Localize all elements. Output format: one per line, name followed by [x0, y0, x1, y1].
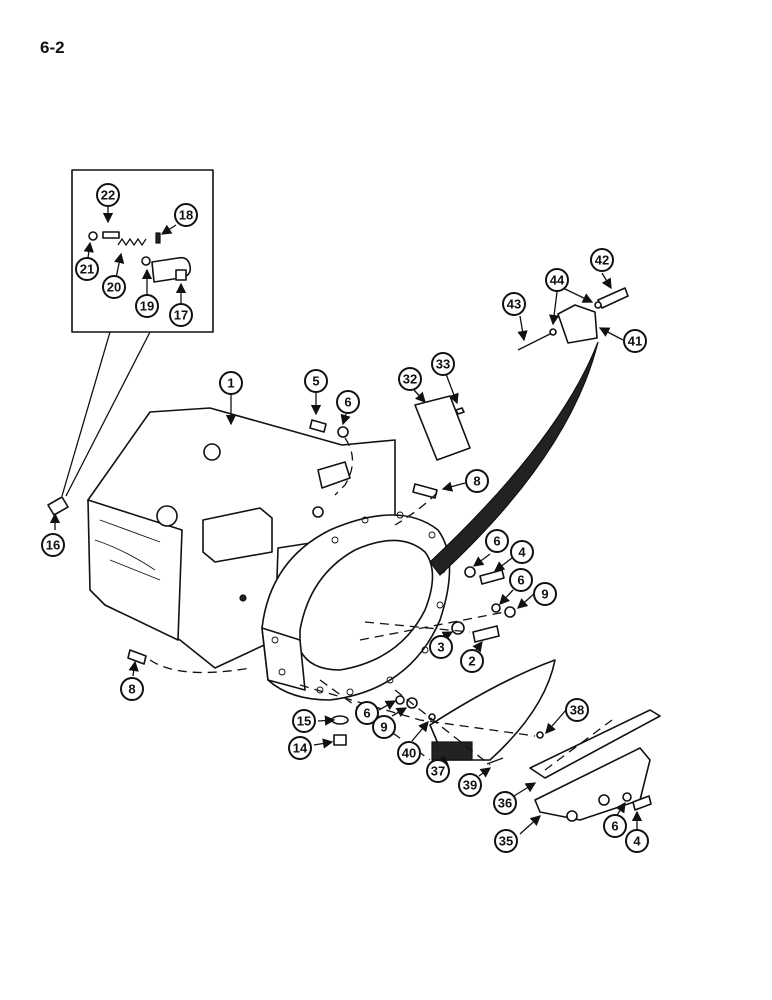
guard-pad — [431, 741, 473, 761]
callout-16: 16 — [41, 533, 65, 557]
svg-text:37: 37 — [431, 764, 445, 779]
inset-parts — [88, 231, 192, 283]
svg-text:33: 33 — [436, 357, 450, 372]
svg-text:14: 14 — [293, 741, 308, 756]
callout-17: 17 — [169, 303, 193, 327]
callout-4-b: 4 — [625, 829, 649, 853]
leader-arrows — [49, 205, 643, 835]
svg-text:6: 6 — [611, 819, 618, 834]
fasteners — [47, 419, 652, 811]
leader-band — [429, 341, 599, 576]
callout-43: 43 — [502, 292, 526, 316]
callout-36: 36 — [493, 791, 517, 815]
svg-text:39: 39 — [463, 778, 477, 793]
svg-text:41: 41 — [628, 334, 642, 349]
callout-9-b: 9 — [372, 715, 396, 739]
page-number: 6-2 — [40, 38, 65, 57]
callout-19: 19 — [135, 294, 159, 318]
svg-text:3: 3 — [437, 640, 444, 655]
svg-text:9: 9 — [380, 720, 387, 735]
callout-6-b: 6 — [485, 529, 509, 553]
svg-text:35: 35 — [499, 834, 513, 849]
svg-text:9: 9 — [541, 587, 548, 602]
pivot-pin — [597, 287, 629, 309]
callout-14: 14 — [288, 736, 312, 760]
mounting-rail — [529, 709, 661, 779]
svg-text:15: 15 — [297, 714, 311, 729]
screw-washer — [549, 328, 557, 336]
callout-9-a: 9 — [533, 582, 557, 606]
callout-33: 33 — [431, 352, 455, 376]
callout-21: 21 — [75, 257, 99, 281]
callout-1: 1 — [219, 371, 243, 395]
svg-text:43: 43 — [507, 297, 521, 312]
front-guard — [429, 659, 556, 761]
callout-35: 35 — [494, 829, 518, 853]
callout-41: 41 — [623, 329, 647, 353]
callout-38: 38 — [565, 698, 589, 722]
callout-8-b: 8 — [120, 677, 144, 701]
svg-text:21: 21 — [80, 262, 94, 277]
transmission-housing — [87, 407, 451, 701]
svg-text:5: 5 — [312, 374, 319, 389]
svg-text:38: 38 — [570, 703, 584, 718]
svg-text:2: 2 — [468, 654, 475, 669]
svg-text:32: 32 — [403, 372, 417, 387]
svg-text:8: 8 — [128, 682, 135, 697]
callout-6-d: 6 — [355, 701, 379, 725]
callout-group: 1 2 3 4 4 5 6 6 6 6 6 8 8 9 9 14 15 16 1… — [41, 183, 649, 853]
svg-text:1: 1 — [227, 376, 234, 391]
svg-text:6: 6 — [344, 395, 351, 410]
callout-2: 2 — [460, 649, 484, 673]
cover-screw — [455, 407, 465, 415]
callout-37: 37 — [426, 759, 450, 783]
cover-plate — [414, 395, 471, 461]
svg-text:40: 40 — [402, 746, 416, 761]
callout-6-e: 6 — [603, 814, 627, 838]
callout-8-a: 8 — [465, 469, 489, 493]
svg-text:22: 22 — [101, 188, 115, 203]
callout-40: 40 — [397, 741, 421, 765]
callout-18: 18 — [174, 203, 198, 227]
pivot-block — [557, 304, 598, 344]
svg-text:18: 18 — [179, 208, 193, 223]
svg-text:36: 36 — [498, 796, 512, 811]
callout-5: 5 — [304, 369, 328, 393]
callout-32: 32 — [398, 367, 422, 391]
svg-text:42: 42 — [595, 253, 609, 268]
callout-39: 39 — [458, 773, 482, 797]
callout-44: 44 — [545, 268, 569, 292]
pivot-screw — [517, 333, 551, 351]
callout-22: 22 — [96, 183, 120, 207]
svg-text:4: 4 — [633, 834, 641, 849]
svg-text:16: 16 — [46, 538, 60, 553]
callout-15: 15 — [292, 709, 316, 733]
svg-text:6: 6 — [517, 573, 524, 588]
svg-text:44: 44 — [550, 273, 565, 288]
callout-3: 3 — [429, 635, 453, 659]
svg-text:19: 19 — [140, 299, 154, 314]
svg-text:20: 20 — [107, 280, 121, 295]
svg-text:17: 17 — [174, 308, 188, 323]
svg-text:4: 4 — [518, 545, 526, 560]
svg-text:6: 6 — [363, 706, 370, 721]
svg-text:8: 8 — [473, 474, 480, 489]
callout-6-c: 6 — [509, 568, 533, 592]
callout-4: 4 — [510, 540, 534, 564]
callout-42: 42 — [590, 248, 614, 272]
callout-20: 20 — [102, 275, 126, 299]
svg-text:6: 6 — [493, 534, 500, 549]
callout-6-a: 6 — [336, 390, 360, 414]
pin-washer — [594, 301, 602, 309]
